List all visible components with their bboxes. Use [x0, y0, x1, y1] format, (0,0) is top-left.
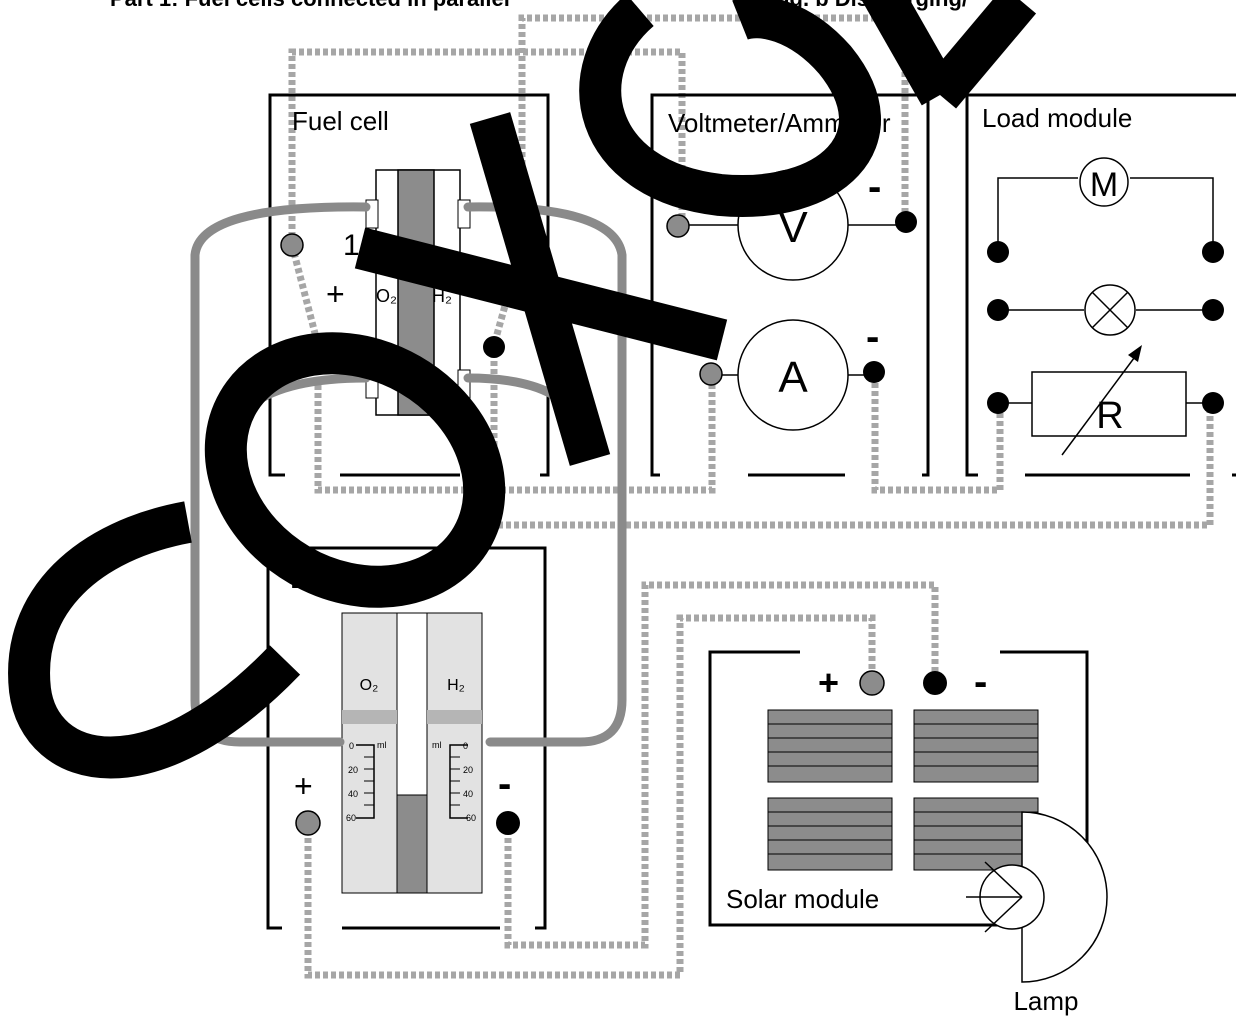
load-lamp-terminal-left[interactable]: [987, 299, 1009, 321]
header-left-caption: Part 1: Fuel cells connected in parallel: [110, 0, 510, 11]
h2-scale-0: 0: [463, 741, 468, 751]
solar-panel-top-left: [768, 710, 892, 782]
solar-panel-bottom-left: [768, 798, 892, 870]
solar-panel-bottom-right: [914, 798, 1038, 870]
ammeter-symbol: A: [778, 353, 808, 402]
o2-scale-20: 20: [348, 765, 358, 775]
electrolyser-plus-sign: +: [294, 768, 313, 804]
load-module: Load module M R: [967, 95, 1236, 475]
fuel-cell-title: Fuel cell: [292, 106, 389, 136]
voltmeter-minus-sign: -: [868, 165, 881, 209]
o2-scale-60: 60: [346, 813, 356, 823]
lamp-label: Lamp: [1013, 986, 1078, 1016]
h2-scale-40: 40: [463, 789, 473, 799]
resistor-label: R: [1096, 395, 1123, 437]
load-resistor-terminal-right[interactable]: [1202, 392, 1224, 414]
solar-plus-sign: +: [818, 662, 839, 703]
load-resistor-terminal-left[interactable]: [987, 392, 1009, 414]
fuel-cell-plus-sign: +: [326, 276, 345, 312]
solar-panel-top-right: [914, 710, 1038, 782]
o2-scale-40: 40: [348, 789, 358, 799]
h2-scale-unit: ml: [432, 740, 442, 750]
ammeter-minus-sign: -: [866, 315, 879, 359]
fuel-cell-terminal-1-label: 1: [343, 229, 360, 262]
electrolyser-water-level: [397, 795, 427, 893]
h2-scale-20: 20: [463, 765, 473, 775]
electrolyser-terminal-plus[interactable]: [296, 811, 320, 835]
fuel-cell-o2-label: O₂: [376, 286, 397, 306]
ammeter-terminal-minus[interactable]: [863, 361, 885, 383]
o2-scale-unit: ml: [377, 740, 387, 750]
load-lamp-terminal-right[interactable]: [1202, 299, 1224, 321]
load-motor-terminal-left[interactable]: [987, 241, 1009, 263]
electrolyser-terminal-minus[interactable]: [496, 811, 520, 835]
fuel-cell-terminal-1-plus[interactable]: [281, 234, 303, 256]
meter-module: Voltmeter/Ammeter V A + - + -: [652, 95, 928, 475]
solar-minus-sign: -: [974, 660, 987, 704]
motor-label: M: [1090, 166, 1118, 204]
ammeter-terminal-plus[interactable]: [700, 363, 722, 385]
wire-ammeter-to-load: [875, 375, 1000, 490]
solar-title: Solar module: [726, 884, 879, 914]
electrolyser-minus-sign: -: [498, 762, 511, 806]
electrolyser-h2-label: H₂: [447, 677, 465, 694]
h2-scale-60: 60: [466, 813, 476, 823]
load-motor-terminal-right[interactable]: [1202, 241, 1224, 263]
voltmeter-terminal-minus[interactable]: [895, 211, 917, 233]
o2-scale-0: 0: [349, 741, 354, 751]
solar-terminal-plus[interactable]: [860, 671, 884, 695]
fuel-cell-terminal-2-minus[interactable]: [483, 336, 505, 358]
load-title: Load module: [982, 103, 1132, 133]
solar-terminal-minus[interactable]: [923, 671, 947, 695]
voltmeter-terminal-plus[interactable]: [667, 215, 689, 237]
electrolyser-o2-label: O₂: [360, 677, 379, 694]
